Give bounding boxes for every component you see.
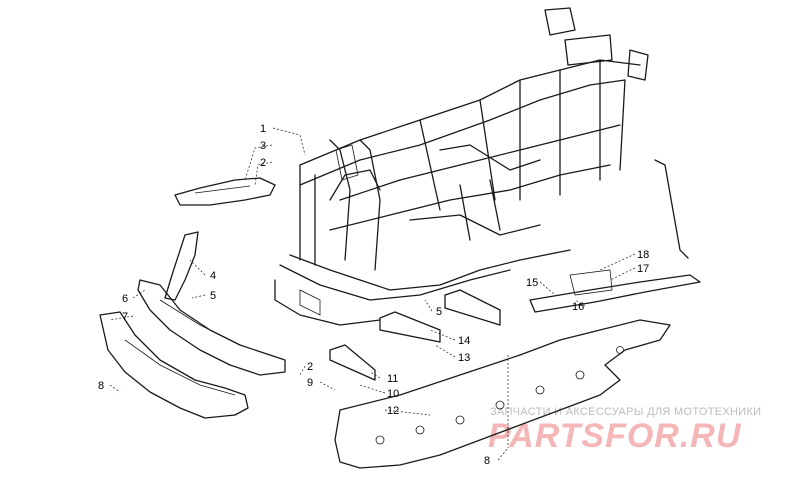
callout-5: 5 (436, 306, 442, 318)
callout-labels: 1 3 2 4 5 6 7 8 2 9 11 10 12 13 14 5 15 … (98, 123, 649, 467)
rear-rod (654, 159, 689, 259)
watermark-brand: PARTSFOR.RU (488, 417, 742, 455)
callout-2: 2 (307, 361, 313, 373)
callout-2: 2 (260, 157, 266, 169)
front-upper-bracket (174, 177, 276, 206)
front-support-bracket (164, 231, 199, 301)
callout-18: 18 (637, 249, 649, 261)
front-fascia (99, 311, 249, 419)
callout-1: 1 (260, 123, 266, 135)
leader-lines (109, 127, 636, 461)
callout-8: 8 (98, 380, 104, 392)
callout-13: 13 (458, 352, 470, 364)
watermark-tagline: ЗАПЧАСТИ И АКСЕССУАРЫ ДЛЯ МОТОТЕХНИКИ (490, 406, 761, 418)
skid-plate (334, 319, 671, 469)
rear-crossmember (529, 269, 701, 313)
callout-9: 9 (307, 377, 313, 389)
center-brace (329, 344, 376, 381)
front-bumper (137, 279, 286, 376)
callout-15: 15 (526, 277, 538, 289)
callout-17: 17 (637, 263, 649, 275)
callout-16: 16 (572, 301, 584, 313)
callout-3: 3 (260, 140, 266, 152)
callout-5: 5 (210, 290, 216, 302)
callout-6: 6 (122, 293, 128, 305)
callout-8: 8 (484, 455, 490, 467)
callout-4: 4 (210, 270, 216, 282)
callout-11: 11 (387, 373, 398, 385)
skid-strips (379, 289, 501, 343)
callout-14: 14 (458, 335, 470, 347)
callout-12: 12 (387, 405, 399, 417)
callout-10: 10 (387, 388, 399, 400)
callout-7: 7 (122, 311, 128, 323)
main-frame (274, 7, 649, 326)
